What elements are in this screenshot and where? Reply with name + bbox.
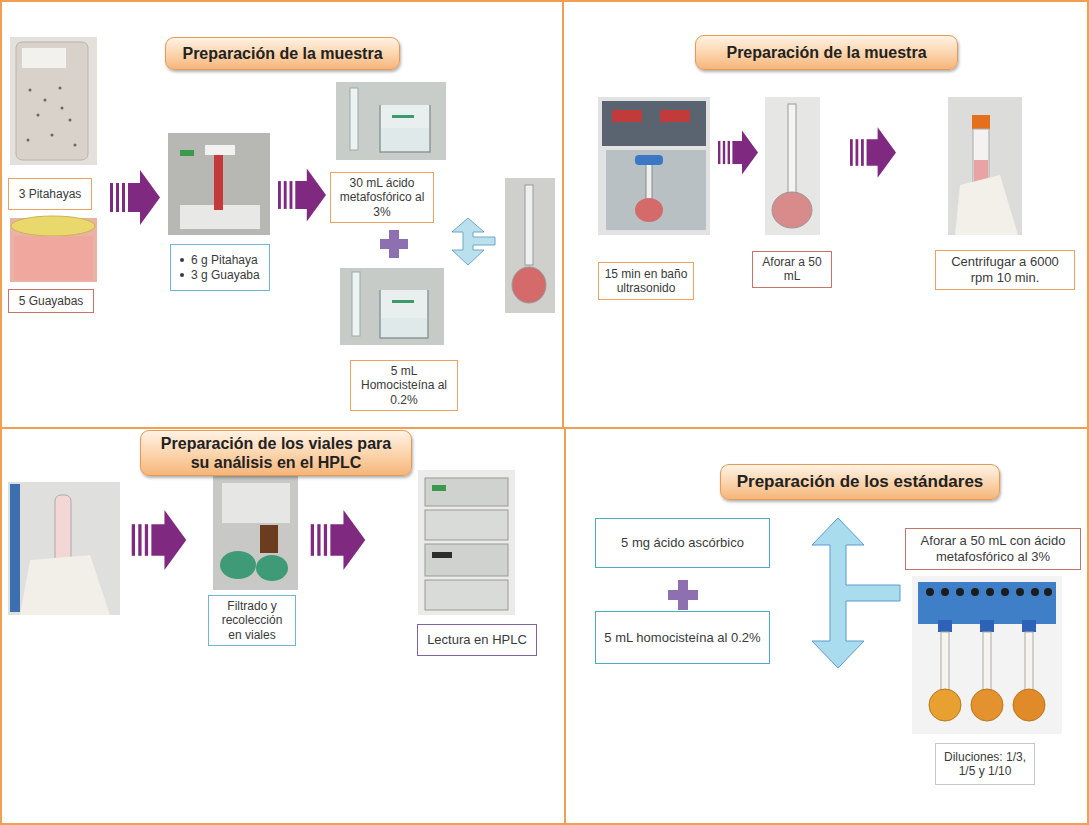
beaker-photo	[340, 268, 444, 345]
ultrasonic-bath-photo	[598, 97, 710, 235]
step-text: Diluciones: 1/3, 1/5 y 1/10	[941, 750, 1029, 779]
header-text: Preparación de la muestra	[706, 43, 947, 62]
step-box: 15 min en baño ultrasonido	[598, 262, 694, 300]
tube-photo	[8, 482, 120, 615]
standards-photo	[912, 576, 1062, 734]
bullet-dot	[180, 273, 184, 277]
step-header: Preparación de los estándares	[720, 464, 1000, 500]
step-text: 3 Pitahayas	[14, 187, 86, 201]
step-box: 5 mg ácido ascórbico	[595, 518, 770, 568]
step-box: Centrifugar a 6000 rpm 10 min.	[935, 250, 1075, 290]
step-header: Preparación de la muestra	[695, 35, 958, 70]
step-text: 5 mg ácido ascórbico	[601, 535, 764, 551]
step-box: 3 Pitahayas	[8, 178, 92, 210]
step-box: Lectura en HPLC	[417, 624, 537, 656]
step-text: 5 Guayabas	[14, 294, 88, 308]
step-text: 5 mL Homocisteína al 0.2%	[356, 364, 452, 407]
header-text: Preparación de la muestra	[176, 44, 389, 63]
flask-photo	[505, 178, 555, 313]
filtering-photo	[213, 475, 298, 590]
step-box: Diluciones: 1/3, 1/5 y 1/10	[935, 743, 1035, 785]
step-box: 5 mL homocisteína al 0.2%	[595, 611, 770, 664]
bullet-item: 6 g Pitahaya	[176, 253, 264, 267]
double-arrow	[452, 218, 495, 265]
step-box: 30 mL ácido metafosfórico al 3%	[330, 172, 434, 223]
bullet-dot	[180, 258, 184, 262]
plus-sign	[668, 580, 698, 610]
step-box: 5 mL Homocisteína al 0.2%	[350, 360, 458, 411]
step-box: 5 Guayabas	[8, 289, 94, 313]
centrifuge-tube-photo	[948, 97, 1022, 235]
step-box: Aforar a 50 mL	[752, 251, 832, 288]
step-text: 5 mL homocisteína al 0.2%	[601, 630, 764, 646]
step-header: Preparación de la muestra	[165, 37, 400, 70]
step-text: Aforar a 50 mL con ácido metafosfórico a…	[911, 533, 1075, 564]
step-text: 6 g Pitahaya	[191, 253, 258, 267]
process-arrow	[850, 127, 896, 178]
process-arrow	[311, 510, 366, 570]
step-box: Filtrado y recolección en viales	[208, 595, 296, 646]
header-text: Preparación de los viales para su anális…	[151, 434, 401, 472]
step-box: Aforar a 50 mL con ácido metafosfórico a…	[905, 528, 1081, 570]
step-text: Lectura en HPLC	[423, 632, 531, 648]
guava-photo	[10, 216, 97, 282]
process-arrow	[110, 170, 160, 225]
process-arrow	[132, 510, 187, 570]
hplc-photo	[418, 470, 515, 615]
step-header: Preparación de los viales para su anális…	[140, 430, 412, 476]
volumetric-flask-photo	[765, 97, 820, 235]
double-arrow	[812, 518, 900, 668]
step-text: Filtrado y recolección en viales	[214, 599, 290, 642]
step-box: 6 g Pitahaya3 g Guayaba	[170, 244, 270, 291]
process-arrow	[278, 169, 326, 222]
step-text: Centrifugar a 6000 rpm 10 min.	[941, 254, 1069, 285]
step-text: 15 min en baño ultrasonido	[604, 267, 688, 296]
plus-sign	[380, 230, 408, 258]
bullet-item: 3 g Guayaba	[176, 268, 264, 282]
step-text: 30 mL ácido metafosfórico al 3%	[336, 176, 428, 219]
beaker-photo	[336, 82, 446, 160]
step-text: 3 g Guayaba	[191, 268, 260, 282]
step-text: Aforar a 50 mL	[758, 255, 826, 284]
pitahaya-photo	[10, 37, 97, 165]
header-text: Preparación de los estándares	[731, 472, 989, 492]
process-arrow	[718, 131, 758, 175]
balance-photo	[168, 133, 270, 235]
